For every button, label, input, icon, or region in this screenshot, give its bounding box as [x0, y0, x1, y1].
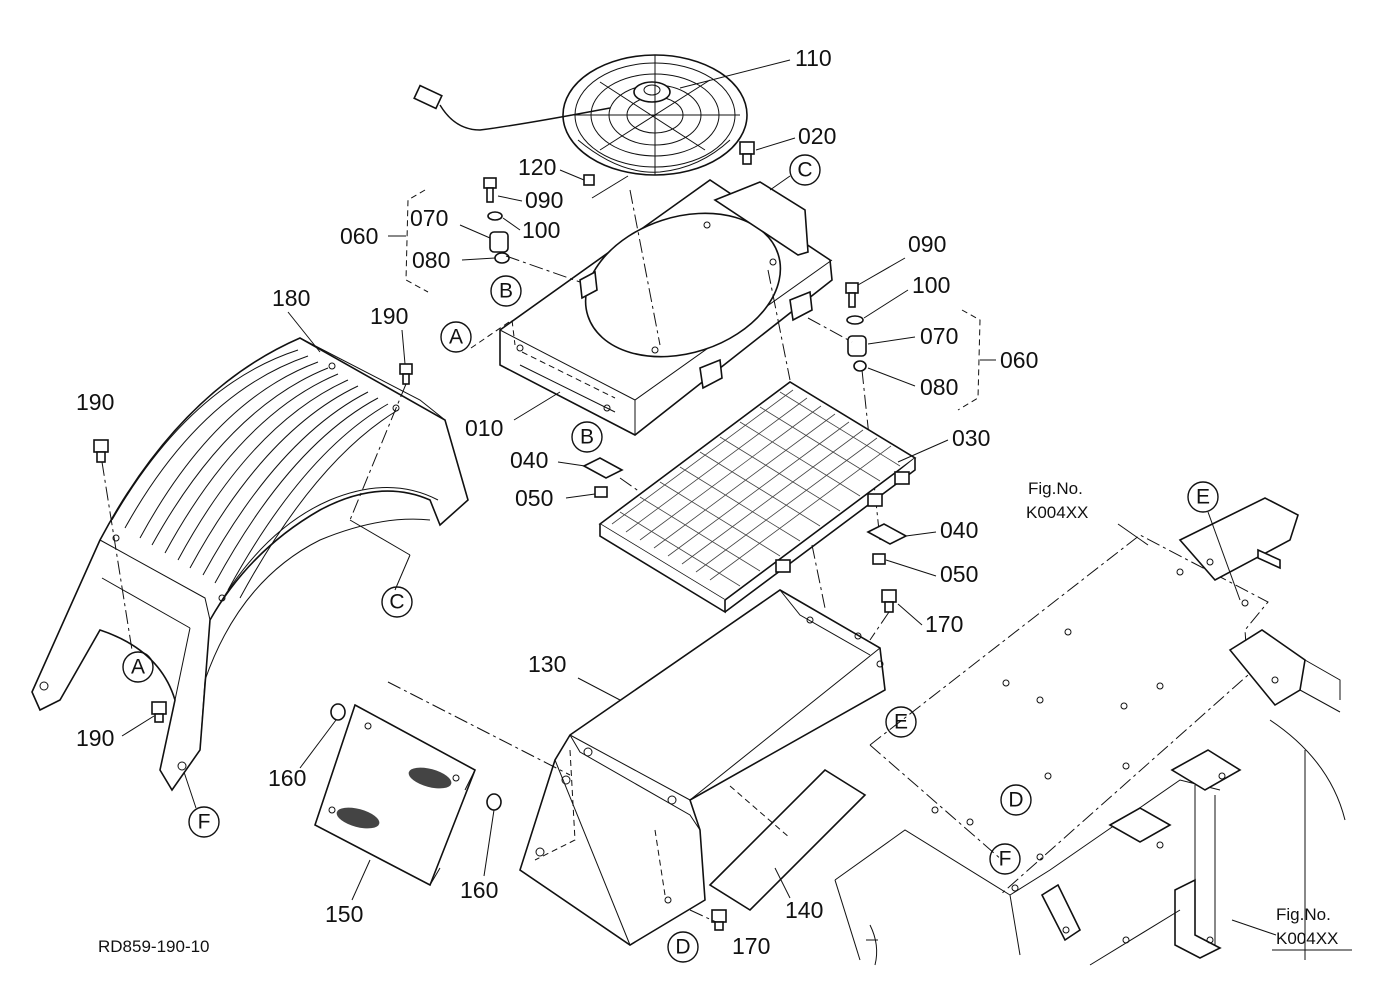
- part-number-170-upper: 170: [925, 611, 963, 637]
- cover-150-drawing: [314, 703, 477, 887]
- fig-ref-1-code: K004XX: [1026, 503, 1088, 522]
- svg-text:B: B: [580, 426, 594, 449]
- part-number-080-right: 080: [920, 374, 958, 400]
- svg-text:A: A: [449, 326, 463, 349]
- mount-group-left-drawing: [483, 177, 510, 264]
- fig-ref-1-title: Fig.No.: [1028, 479, 1083, 498]
- part-number-070-left: 070: [410, 205, 448, 231]
- ref-marker-f-lower: F: [188, 806, 220, 838]
- ref-marker-a-lower: A: [122, 651, 154, 683]
- fender-180-drawing: [31, 337, 469, 792]
- part-number-010: 010: [465, 415, 503, 441]
- part-number-080-left: 080: [412, 247, 450, 273]
- bracket-040-left-drawing: [582, 457, 624, 498]
- svg-text:B: B: [499, 280, 513, 303]
- ref-marker-c-lower: C: [381, 586, 413, 618]
- part-number-170-lower: 170: [732, 933, 770, 959]
- ref-marker-a-upper: A: [440, 321, 472, 353]
- part-number-050-right: 050: [940, 561, 978, 587]
- part-number-150: 150: [325, 901, 363, 927]
- part-number-070-right: 070: [920, 323, 958, 349]
- condenser-030-drawing: [598, 381, 917, 614]
- ref-marker-b-lower: B: [571, 421, 603, 453]
- svg-text:C: C: [797, 159, 812, 182]
- part-number-090-left: 090: [525, 187, 563, 213]
- ref-marker-d-lower: D: [667, 931, 699, 963]
- svg-text:D: D: [1008, 789, 1023, 812]
- part-number-190-bottom: 190: [76, 725, 114, 751]
- ref-marker-b-upper: B: [490, 275, 522, 307]
- screw-120-drawing: [583, 174, 595, 186]
- svg-text:E: E: [1196, 486, 1210, 509]
- part-number-100-left: 100: [522, 217, 560, 243]
- part-number-180: 180: [272, 285, 310, 311]
- ref-marker-d-upper: D: [1000, 784, 1032, 816]
- part-number-160-right: 160: [460, 877, 498, 903]
- part-number-130: 130: [528, 651, 566, 677]
- part-number-040-right: 040: [940, 517, 978, 543]
- part-number-190-top: 190: [370, 303, 408, 329]
- bolt-190-drawing: [93, 363, 413, 723]
- part-number-030: 030: [952, 425, 990, 451]
- part-number-100-right: 100: [912, 272, 950, 298]
- part-number-160-left: 160: [268, 765, 306, 791]
- chassis-drawing: [834, 497, 1346, 966]
- ref-marker-e-lower: E: [885, 706, 917, 738]
- drawing-code: RD859-190-10: [98, 937, 210, 956]
- bolt-170-drawing: [711, 589, 897, 931]
- nut-160-drawing: [330, 703, 502, 811]
- ref-marker-c-upper: C: [789, 154, 821, 186]
- part-number-060-right: 060: [1000, 347, 1038, 373]
- bracket-040-right-drawing: [866, 523, 908, 565]
- part-number-050-left: 050: [515, 485, 553, 511]
- fan-assembly-drawing: [413, 54, 748, 176]
- mount-group-right-drawing: [845, 282, 867, 372]
- shroud-frame-010-drawing: [499, 179, 833, 436]
- svg-text:F: F: [198, 811, 211, 834]
- fig-ref-2-title: Fig.No.: [1276, 905, 1331, 924]
- part-number-190-left: 190: [76, 389, 114, 415]
- bolt-020-drawing: [739, 141, 755, 165]
- part-number-060-left: 060: [340, 223, 378, 249]
- svg-text:C: C: [389, 591, 404, 614]
- part-number-020: 020: [798, 123, 836, 149]
- part-number-110: 110: [795, 45, 832, 71]
- part-number-040-left: 040: [510, 447, 548, 473]
- fig-ref-2-code: K004XX: [1276, 929, 1338, 948]
- svg-text:A: A: [131, 656, 145, 679]
- duct-130-drawing: [519, 589, 886, 946]
- part-number-090-right: 090: [908, 231, 946, 257]
- svg-text:D: D: [675, 936, 690, 959]
- part-number-120: 120: [518, 154, 556, 180]
- plate-140-drawing: [708, 768, 867, 912]
- ref-marker-e-upper: E: [1187, 481, 1219, 513]
- svg-text:F: F: [999, 848, 1012, 871]
- svg-text:E: E: [894, 711, 908, 734]
- ref-marker-f-upper: F: [989, 843, 1021, 875]
- part-number-140: 140: [785, 897, 823, 923]
